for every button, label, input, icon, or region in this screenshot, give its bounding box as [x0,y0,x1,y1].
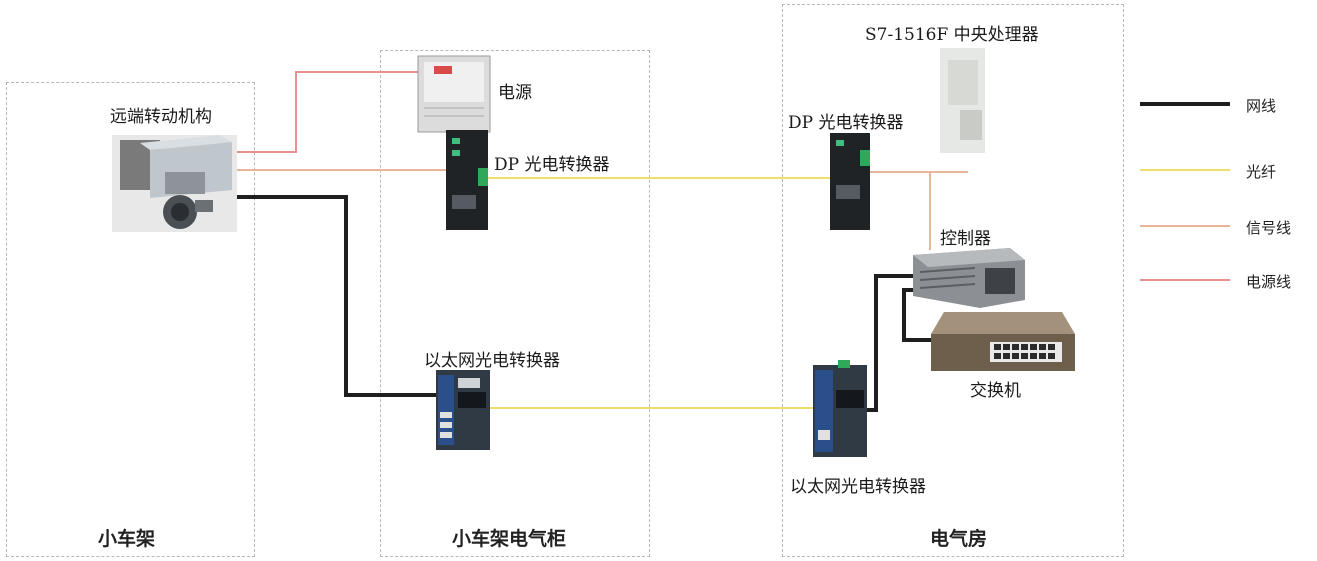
ethernet-converter-cabinet-image [436,370,490,450]
cpu-image [940,48,985,153]
power-supply-image [417,55,491,133]
ethernet-line-remote [237,195,436,397]
controller-image [913,248,1025,308]
label-ethernet-converter-cabinet: 以太网光电转换器 [424,351,560,371]
legend-label-ethernet: 网线 [1246,97,1277,115]
label-remote-rotation: 远端转动机构 [110,107,212,127]
zone-trolley-frame [6,82,255,557]
ethernet-line-switch [902,288,931,342]
label-dp-converter-room: DP 光电转换器 [788,113,904,133]
remote-rotation-mechanism-image [112,135,237,232]
zone-electrical-room [782,4,1124,557]
legend-label-signal: 信号线 [1246,219,1292,237]
power-line [237,71,418,153]
legend-label-power: 电源线 [1246,273,1292,291]
zone-label-trolley-frame: 小车架 [98,528,156,550]
label-ethernet-converter-room: 以太网光电转换器 [790,477,926,497]
switch-image [931,312,1075,371]
ethernet-converter-room-image [813,360,867,457]
dp-converter-room-image [830,133,870,230]
zone-label-trolley-cabinet: 小车架电气柜 [452,528,567,550]
zone-trolley-cabinet [380,50,650,557]
label-switch: 交换机 [970,381,1021,401]
dp-converter-cabinet-image [446,130,488,230]
label-controller: 控制器 [940,229,991,249]
label-power-supply: 电源 [498,83,532,103]
ethernet-line-room [866,274,913,412]
label-cpu: S7-1516F 中央处理器 [865,25,1039,45]
label-dp-converter-cabinet: DP 光电转换器 [494,155,610,175]
zone-label-electrical-room: 电气房 [930,528,988,550]
legend-label-fiber: 光纤 [1246,163,1277,181]
